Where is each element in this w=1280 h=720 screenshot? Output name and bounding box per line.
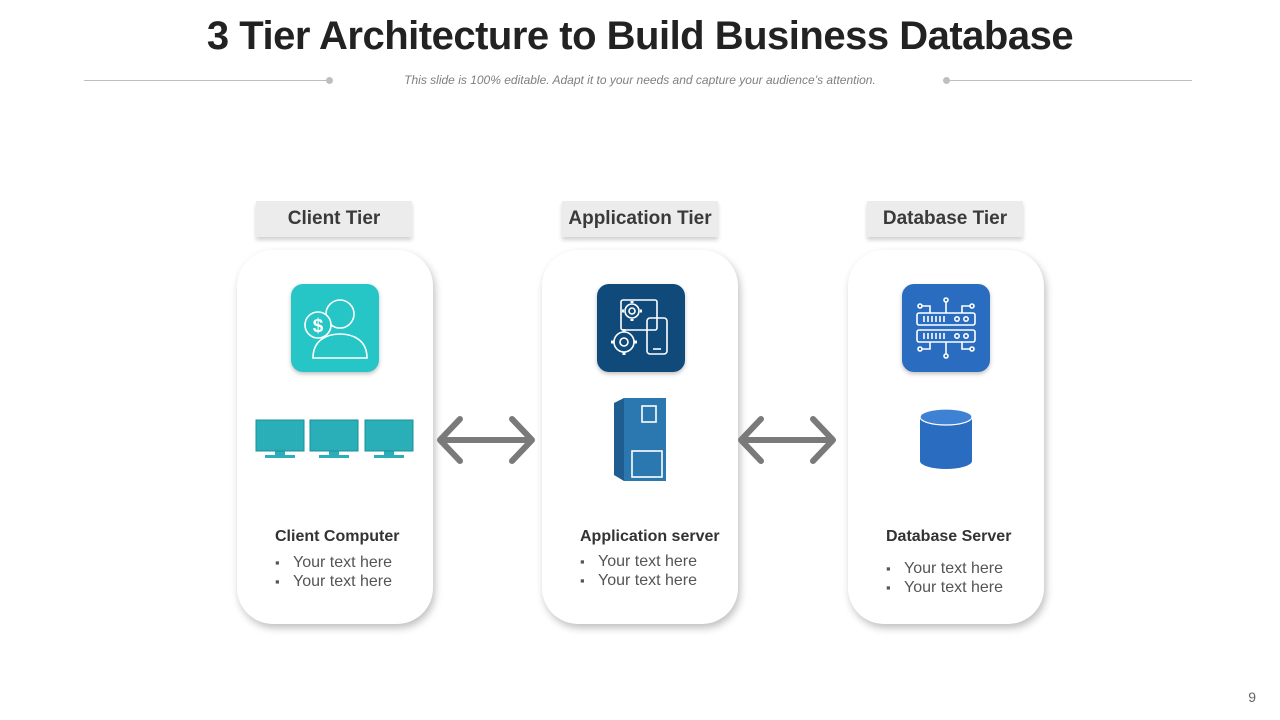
list-item: Your text here bbox=[580, 552, 697, 571]
header-divider-right bbox=[947, 80, 1192, 81]
client-computer-title: Client Computer bbox=[275, 528, 400, 545]
page-number: 9 bbox=[1248, 689, 1256, 705]
list-item: Your text here bbox=[886, 559, 1003, 578]
header-divider-right-dot bbox=[943, 77, 950, 84]
database-bullet-list: Your text here Your text here bbox=[886, 559, 1003, 597]
gears-devices-icon bbox=[597, 284, 685, 372]
list-item: Your text here bbox=[275, 553, 392, 572]
client-bullet-list: Your text here Your text here bbox=[275, 553, 392, 591]
database-cylinder-icon bbox=[918, 407, 974, 476]
double-arrow-icon bbox=[735, 410, 839, 475]
double-arrow-icon bbox=[434, 410, 538, 475]
database-tier-tab: Database Tier bbox=[867, 201, 1023, 237]
header-divider-left-dot bbox=[326, 77, 333, 84]
application-tier-tab: Application Tier bbox=[562, 201, 718, 237]
server-rack-icon bbox=[902, 284, 990, 372]
database-server-title: Database Server bbox=[886, 528, 1012, 545]
svg-text:$: $ bbox=[313, 316, 324, 337]
slide-title: 3 Tier Architecture to Build Business Da… bbox=[206, 14, 1074, 58]
three-monitors-icon bbox=[255, 419, 415, 466]
server-tower-icon bbox=[612, 397, 668, 488]
list-item: Your text here bbox=[886, 578, 1003, 597]
header-divider-left bbox=[84, 80, 330, 81]
user-dollar-icon: $ bbox=[291, 284, 379, 372]
application-server-title: Application server bbox=[580, 528, 720, 545]
list-item: Your text here bbox=[275, 572, 392, 591]
client-tier-tab: Client Tier bbox=[256, 201, 412, 237]
list-item: Your text here bbox=[580, 571, 697, 590]
application-bullet-list: Your text here Your text here bbox=[580, 552, 697, 590]
slide-subtitle: This slide is 100% editable. Adapt it to… bbox=[404, 73, 876, 87]
